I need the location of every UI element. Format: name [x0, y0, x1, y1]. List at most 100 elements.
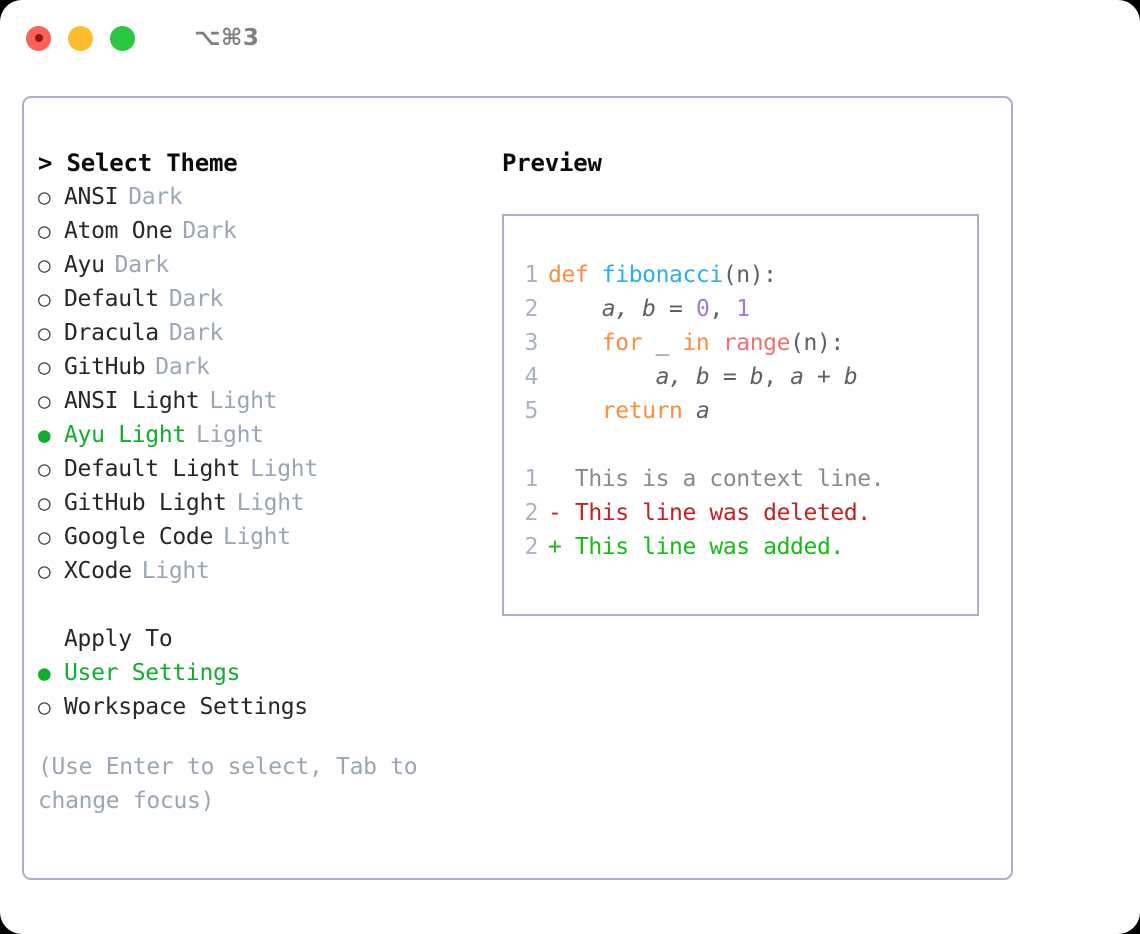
- theme-category-badge: Light: [195, 422, 264, 448]
- radio-selected-icon: ●: [38, 423, 51, 447]
- code-token-kw: for: [601, 330, 643, 356]
- theme-list-item[interactable]: ○ ANSI Dark: [38, 180, 488, 214]
- theme-name-label: GitHub Light: [64, 490, 227, 516]
- code-line-content: a, b = b, a + b: [548, 360, 858, 394]
- code-token-pl: [548, 364, 656, 390]
- theme-name-label: Ayu: [64, 252, 105, 278]
- minimize-window-icon[interactable]: [68, 25, 93, 51]
- diff-line-content: This line was added.: [574, 534, 844, 560]
- theme-list-item[interactable]: ○ Atom One Dark: [38, 214, 488, 248]
- code-line-content: for _ in range(n):: [548, 326, 844, 360]
- radio-unselected-icon: ○: [38, 457, 51, 481]
- diff-sign: -: [548, 500, 575, 526]
- theme-category-badge: Dark: [168, 286, 224, 312]
- code-token-kw: def: [548, 262, 589, 288]
- code-token-bi: range: [722, 330, 791, 356]
- code-line: 5 return a: [504, 394, 977, 428]
- diff-line-content: This is a context line.: [574, 466, 885, 492]
- code-token-pl: [548, 398, 602, 424]
- apply-to-label: Workspace Settings: [64, 694, 308, 720]
- code-line: 2 a, b = 0, 1: [504, 292, 977, 326]
- theme-name-label: Google Code: [64, 524, 214, 550]
- diff-line-content: This line was deleted.: [574, 500, 871, 526]
- line-number: 1: [524, 466, 539, 492]
- code-token-var: a + b: [790, 364, 858, 390]
- code-token-num: 0: [695, 296, 710, 322]
- theme-list-item[interactable]: ● Ayu Light Light: [38, 418, 488, 452]
- theme-name-label: Default: [64, 286, 159, 312]
- line-number: 1: [524, 262, 539, 288]
- diff-sign: +: [548, 534, 575, 560]
- theme-name-label: Atom One: [64, 218, 173, 244]
- close-window-icon[interactable]: [26, 25, 51, 51]
- radio-unselected-icon: ○: [38, 491, 51, 515]
- theme-list-item[interactable]: ○ Dracula Dark: [38, 316, 488, 350]
- code-diff-separator: [504, 428, 977, 462]
- radio-unselected-icon: ○: [38, 185, 51, 209]
- theme-name-label: Dracula: [64, 320, 159, 346]
- code-token-pl: [682, 398, 695, 424]
- maximize-window-icon[interactable]: [110, 25, 135, 51]
- code-token-var: a, b: [655, 364, 710, 390]
- code-token-var: b: [749, 364, 764, 390]
- code-line-content: a, b = 0, 1: [548, 292, 750, 326]
- radio-unselected-icon: ○: [38, 355, 51, 379]
- theme-category-badge: Light: [236, 490, 305, 516]
- radio-selected-icon: ●: [38, 661, 51, 685]
- code-token-kw: return: [601, 398, 683, 424]
- line-number: 2: [524, 296, 539, 322]
- theme-list-item[interactable]: ○ Default Dark: [38, 282, 488, 316]
- diff-line: 2 + This line was added.: [504, 530, 977, 564]
- theme-list-item[interactable]: ○ Ayu Dark: [38, 248, 488, 282]
- apply-to-list-item[interactable]: ○ Workspace Settings: [38, 690, 488, 724]
- theme-name-label: Default Light: [64, 456, 241, 482]
- theme-list-item[interactable]: ○ Google Code Light: [38, 520, 488, 554]
- theme-category-badge: Dark: [128, 184, 183, 210]
- code-line-content: return a: [548, 394, 710, 428]
- radio-unselected-icon: ○: [38, 253, 51, 277]
- radio-unselected-icon: ○: [38, 695, 51, 719]
- code-token-pl: _: [642, 330, 683, 356]
- title-bar: ⌥⌘3: [0, 0, 1140, 76]
- theme-category-badge: Dark: [182, 218, 237, 244]
- code-token-pl: [548, 330, 602, 356]
- theme-name-label: XCode: [64, 558, 132, 584]
- theme-name-label: ANSI: [64, 184, 119, 210]
- keyboard-shortcut-label: ⌥⌘3: [194, 25, 260, 51]
- traffic-light-group: [26, 25, 135, 51]
- apply-to-list-item[interactable]: ●User Settings: [38, 656, 488, 690]
- radio-unselected-icon: ○: [38, 321, 51, 345]
- code-token-pl: =: [709, 364, 750, 390]
- radio-unselected-icon: ○: [38, 287, 51, 311]
- theme-category-badge: Dark: [155, 354, 210, 380]
- theme-category-badge: Dark: [114, 252, 170, 278]
- radio-unselected-icon: ○: [38, 525, 51, 549]
- radio-unselected-icon: ○: [38, 219, 51, 243]
- theme-list-item[interactable]: ○ GitHub Light Light: [38, 486, 488, 520]
- theme-category-badge: Dark: [168, 320, 224, 346]
- preview-heading: Preview: [502, 149, 602, 177]
- theme-name-label: Ayu Light: [64, 422, 186, 448]
- code-token-num: 1: [736, 296, 750, 322]
- code-token-pl: [709, 330, 722, 356]
- code-token-pl: ,: [763, 364, 791, 390]
- line-number: 2: [524, 534, 539, 560]
- line-number: 3: [524, 330, 539, 356]
- list-spacer: [38, 588, 488, 622]
- diff-sample: 1 This is a context line. 2- This line wa…: [504, 462, 977, 564]
- theme-category-badge: Light: [223, 524, 291, 550]
- code-line: 3 for _ in range(n):: [504, 326, 977, 360]
- radio-unselected-icon: ○: [38, 389, 51, 413]
- code-token-pl: [548, 296, 602, 322]
- code-token-var: a, b: [601, 296, 656, 322]
